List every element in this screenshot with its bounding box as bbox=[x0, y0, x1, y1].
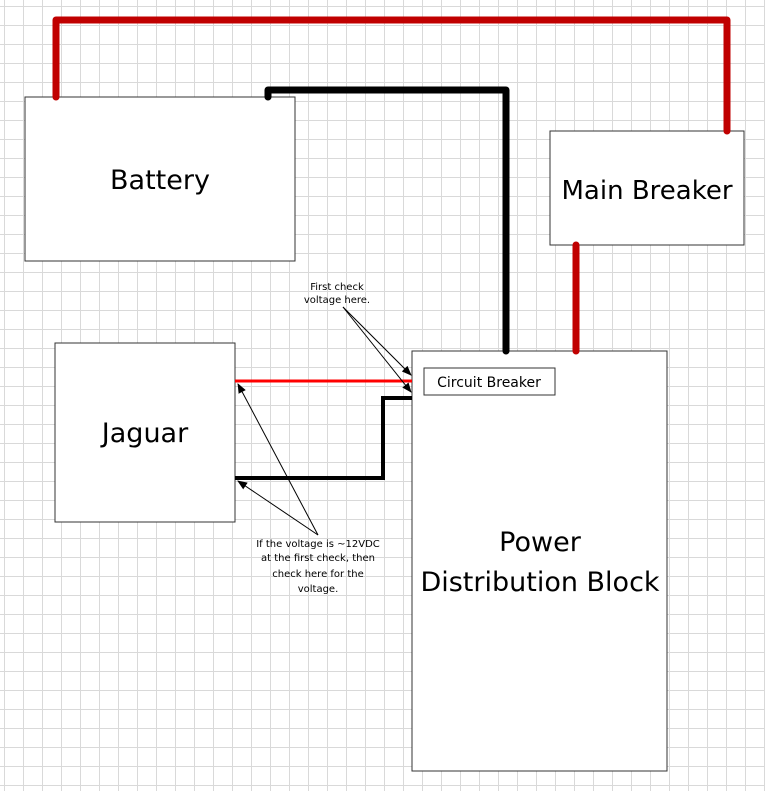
power-distribution-block-label-line2: Distribution Block bbox=[420, 567, 659, 598]
power-distribution-block-box bbox=[411, 350, 668, 772]
negative-wire-battery-to-pdb bbox=[264, 86, 510, 355]
first-check-note-line2: voltage here. bbox=[304, 295, 370, 306]
jaguar-box bbox=[54, 342, 236, 523]
first-check-arrow-lower bbox=[342, 306, 412, 393]
first-check-note-line1: First check bbox=[310, 282, 364, 293]
circuit-breaker-box bbox=[423, 367, 556, 396]
second-check-note-line3: check here for the bbox=[272, 569, 364, 580]
battery-label: Battery bbox=[110, 165, 210, 196]
main-breaker-box bbox=[549, 130, 745, 246]
jaguar-negative-lead bbox=[235, 396, 412, 480]
power-distribution-block-label-line1: Power bbox=[499, 527, 582, 558]
second-check-arrow-lower bbox=[237, 480, 319, 536]
positive-wire-battery-to-main-breaker bbox=[52, 16, 731, 135]
second-check-note-line2: at the first check, then bbox=[261, 553, 375, 564]
second-check-note-line4: voltage. bbox=[298, 584, 339, 595]
second-check-note-line1: If the voltage is ~12VDC bbox=[256, 539, 380, 550]
main-breaker-label: Main Breaker bbox=[561, 176, 732, 206]
battery-box bbox=[24, 96, 296, 262]
first-check-arrow-upper bbox=[342, 306, 412, 376]
circuit-breaker-label: Circuit Breaker bbox=[437, 375, 541, 391]
second-check-arrow-upper bbox=[237, 383, 319, 536]
jaguar-label: Jaguar bbox=[100, 418, 189, 449]
